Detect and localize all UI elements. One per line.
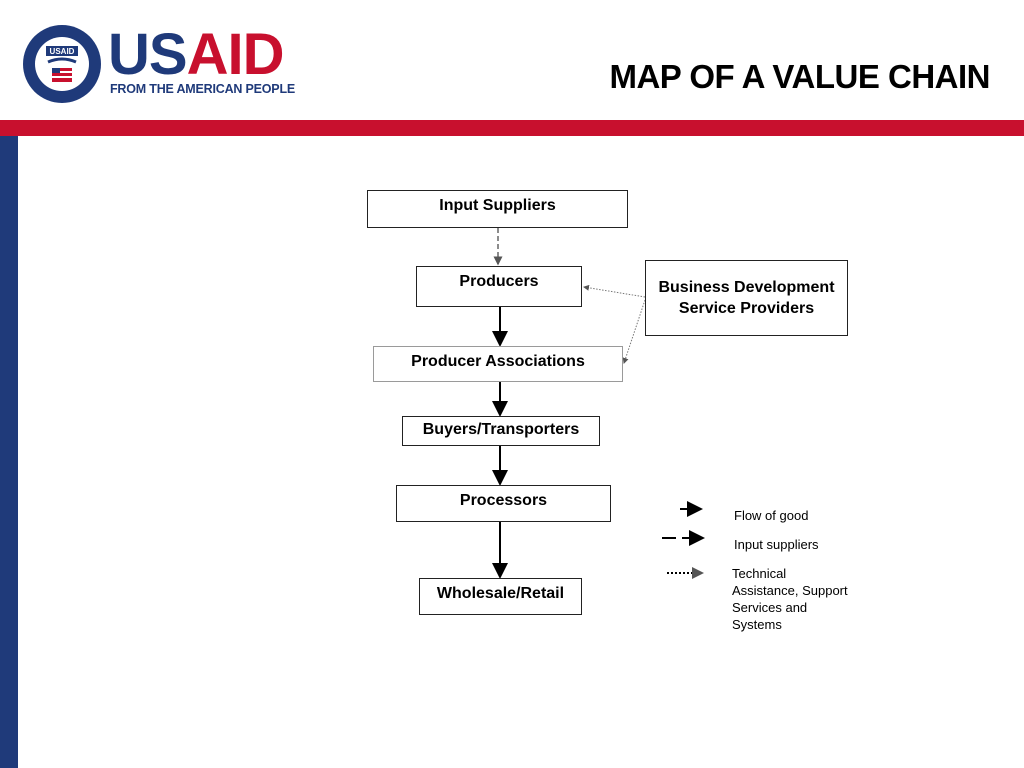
wordmark-us: US — [108, 22, 188, 87]
arrow-bds-to-associations — [622, 299, 646, 364]
header-red-bar — [0, 120, 1024, 136]
wordmark-aid: AID — [186, 22, 285, 87]
legend-label-input-suppliers: Input suppliers — [734, 537, 819, 552]
usaid-wordmark: USAID — [108, 26, 284, 84]
slide-title: MAP OF A VALUE CHAIN — [609, 58, 990, 95]
slide-header: USAID USAID FROM THE AMERICAN PEOPLE MAP… — [0, 0, 1024, 120]
node-bds-providers: Business Development Service Providers — [645, 260, 848, 336]
svg-text:USAID: USAID — [50, 47, 75, 56]
node-buyers-transporters: Buyers/Transporters — [402, 416, 600, 446]
left-blue-bar — [0, 136, 18, 768]
usaid-seal-logo: USAID — [23, 25, 101, 103]
node-processors: Processors — [396, 485, 611, 522]
usaid-tagline: FROM THE AMERICAN PEOPLE — [110, 82, 296, 96]
node-wholesale-retail: Wholesale/Retail — [419, 578, 582, 615]
node-producer-associations: Producer Associations — [373, 346, 623, 382]
legend-label-technical-assistance: Technical Assistance, Support Services a… — [732, 566, 848, 632]
arrow-bds-to-producers — [583, 284, 646, 298]
node-producers: Producers — [416, 266, 582, 307]
legend-label-flow-of-good: Flow of good — [734, 508, 809, 523]
node-input-suppliers: Input Suppliers — [367, 190, 628, 228]
